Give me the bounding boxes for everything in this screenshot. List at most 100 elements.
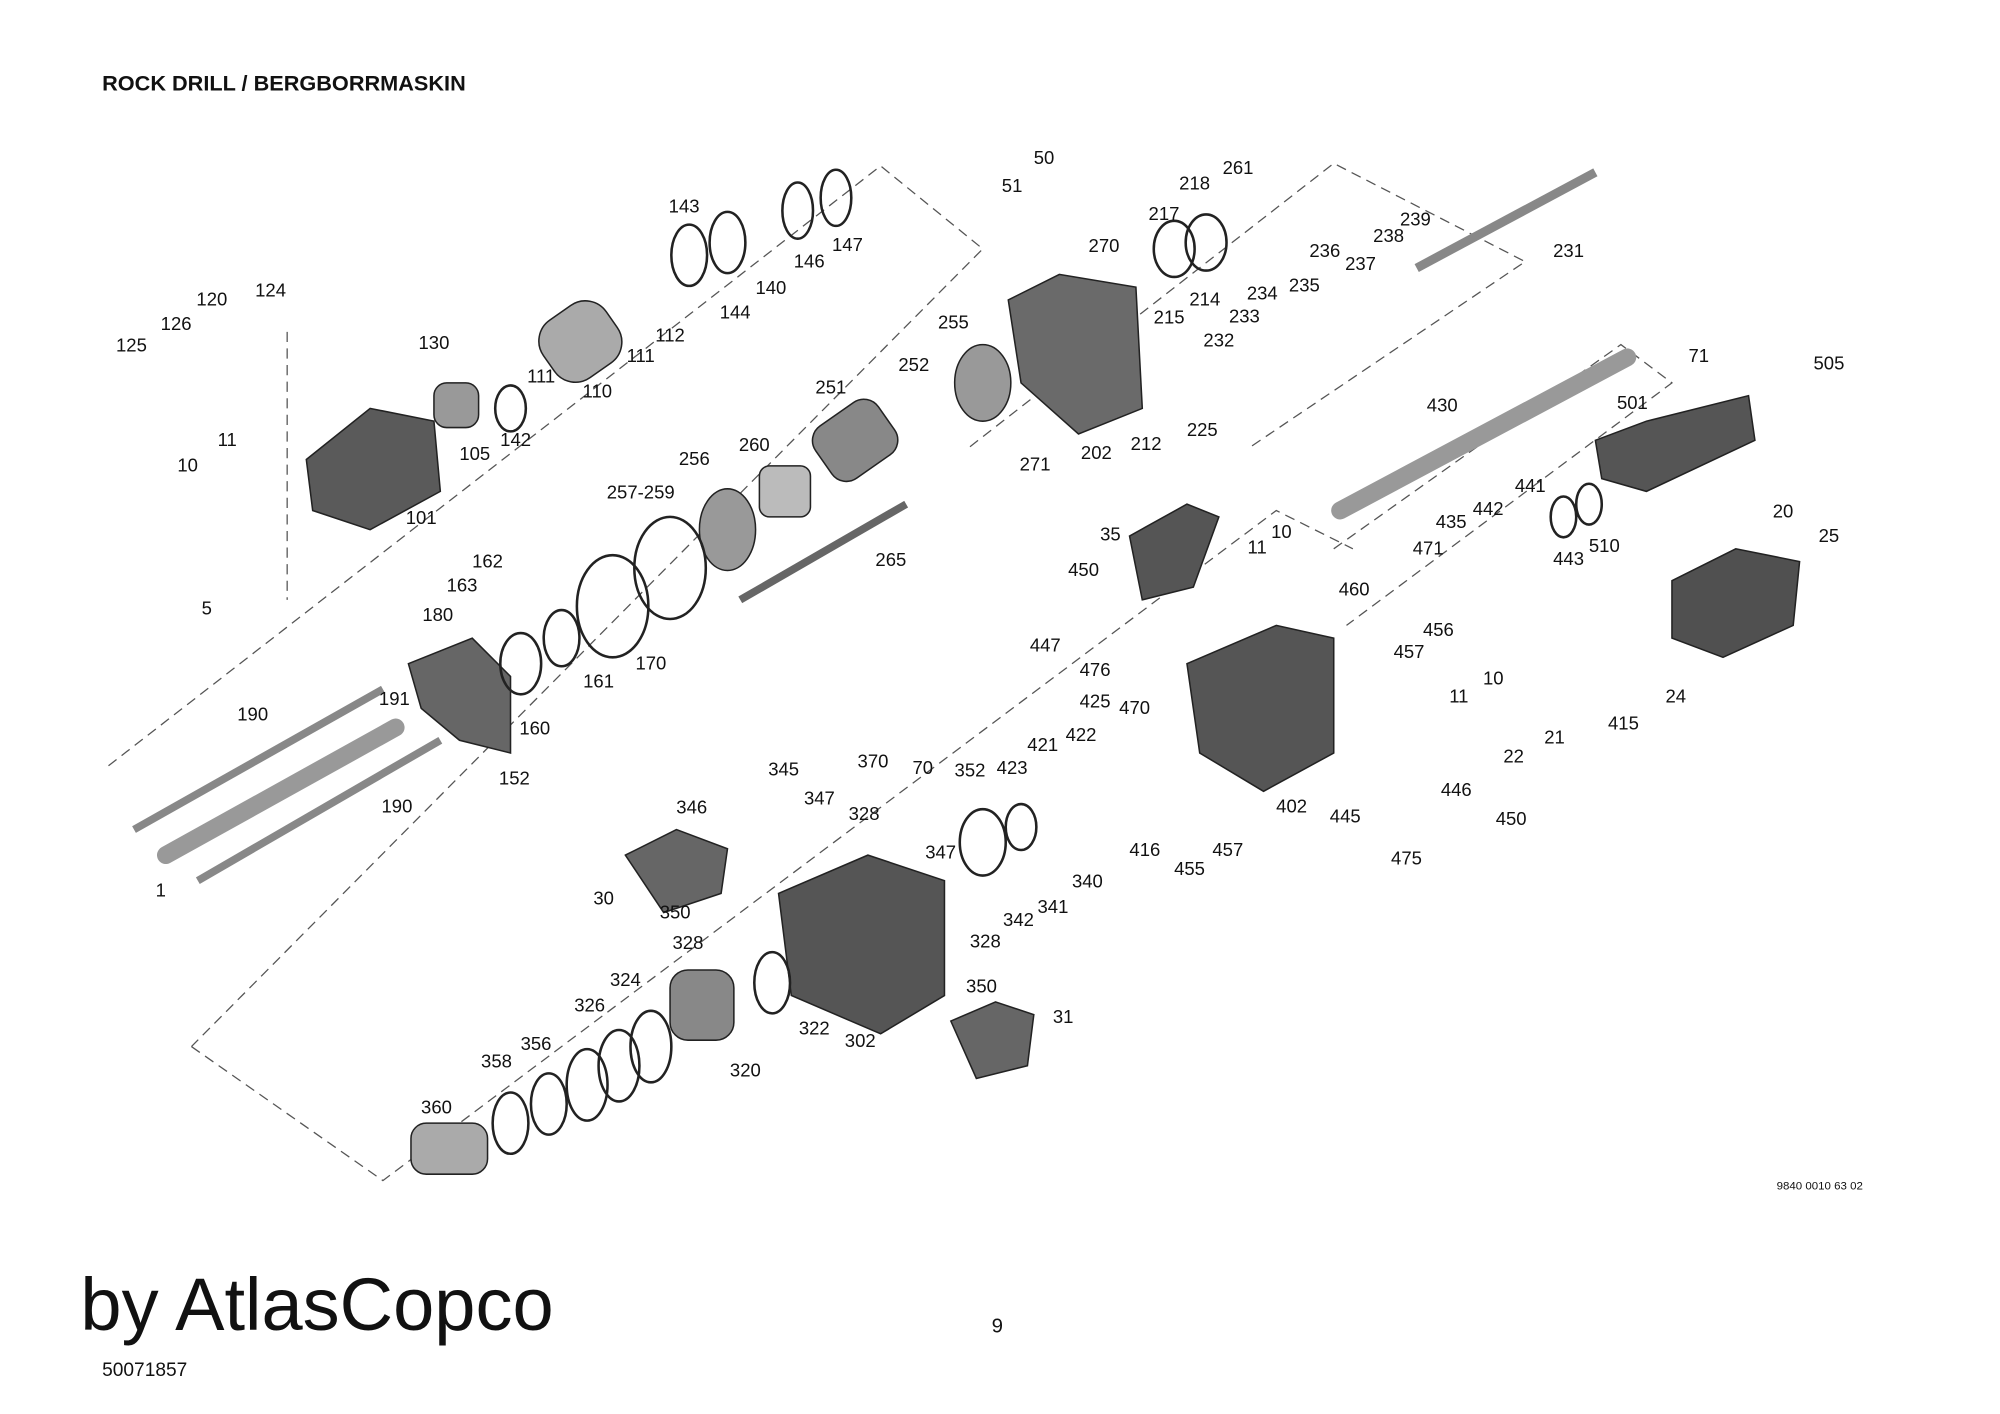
callout-label: 11: [1449, 687, 1469, 708]
callout-label: 22: [1503, 747, 1524, 768]
callout-label: 341: [1037, 897, 1069, 919]
part-402-housing: [1186, 624, 1335, 793]
callout-label: 402: [1276, 797, 1308, 818]
callout-label: 350: [659, 902, 691, 924]
callout-label: 21: [1544, 728, 1565, 749]
callout-label: 11: [1247, 537, 1267, 559]
callout-label: 161: [583, 671, 615, 693]
callout-label: 130: [418, 333, 450, 355]
callout-label: 237: [1345, 254, 1376, 276]
guide-frame-top: [969, 162, 1527, 448]
part-35-valve: [1128, 503, 1220, 601]
part-20-motor: [1671, 548, 1801, 659]
callout-label: 416: [1129, 840, 1161, 861]
callout-label: 347: [803, 789, 835, 810]
callout-label: 370: [857, 752, 889, 773]
callout-label: 328: [848, 804, 880, 826]
callout-label: 445: [1329, 807, 1361, 828]
callout-label: 5: [201, 599, 212, 620]
callout-label: 142: [500, 430, 532, 452]
callout-label: 356: [520, 1034, 552, 1055]
callout-label: 70: [912, 758, 934, 780]
callout-label: 460: [1338, 580, 1370, 601]
callout-label: 447: [1029, 636, 1061, 657]
callout-label: 350: [966, 977, 997, 998]
callout-label: 50: [1033, 148, 1055, 170]
page-title: ROCK DRILL / BERGBORRMASKIN: [102, 71, 466, 96]
callout-label: 421: [1027, 735, 1059, 757]
part-231-shaft: [1414, 168, 1598, 272]
callout-label: 212: [1130, 434, 1162, 456]
callout-label: 270: [1088, 236, 1120, 258]
callout-label: 191: [378, 689, 410, 711]
callout-label: 111: [527, 366, 556, 388]
callout-label: 505: [1813, 354, 1845, 375]
assembly-guide-lines: [108, 162, 1674, 1182]
part-265-bolt: [738, 500, 909, 604]
callout-label: 457: [1212, 840, 1244, 861]
callout-label: 471: [1412, 539, 1444, 560]
callout-label: 146: [793, 252, 825, 273]
callout-label: 152: [498, 768, 530, 790]
callout-label: 328: [672, 933, 704, 955]
part-302-cylinder: [777, 854, 946, 1035]
part-31-accumulator: [949, 1001, 1035, 1080]
callout-label: 11: [217, 430, 237, 452]
callout-label: 236: [1309, 241, 1341, 263]
callout-label: 265: [875, 550, 907, 572]
callout-label: 125: [116, 336, 147, 357]
callout-label: 360: [421, 1098, 452, 1119]
callout-label: 10: [1482, 669, 1504, 690]
callout-label: 231: [1553, 241, 1585, 263]
seal-rings: [491, 168, 1604, 1156]
document-number: 9840 0010 63 02: [1776, 1179, 1863, 1193]
part-260: [758, 465, 812, 518]
part-105: [433, 382, 480, 429]
callout-label: 190: [381, 797, 413, 818]
callout-label: 425: [1079, 692, 1111, 713]
callout-label: 143: [668, 197, 700, 218]
callout-label: 10: [1271, 522, 1292, 544]
callout-label: 271: [1019, 455, 1051, 476]
part-255: [953, 343, 1012, 422]
part-101-housing: [305, 407, 442, 531]
callout-label: 120: [196, 290, 228, 311]
part-30-accumulator: [624, 828, 729, 914]
callout-label: 340: [1071, 872, 1103, 893]
callout-label: 101: [405, 508, 437, 530]
callout-label: 255: [937, 313, 969, 334]
callout-label: 25: [1818, 526, 1840, 547]
callout-label: 510: [1588, 536, 1620, 558]
watermark-text: by AtlasCopco: [80, 1263, 554, 1347]
callout-label: 218: [1179, 174, 1211, 195]
callout-label: 443: [1553, 549, 1585, 570]
callout-label: 252: [898, 355, 930, 376]
callout-label: 239: [1399, 209, 1431, 231]
guide-frame-right: [1333, 343, 1674, 626]
callout-label: 147: [832, 235, 863, 256]
part-110: [538, 300, 623, 383]
callout-label: 51: [1001, 176, 1023, 198]
callout-label: 470: [1119, 698, 1151, 720]
callout-label: 450: [1068, 560, 1100, 582]
callout-label: 435: [1435, 512, 1467, 533]
part-320: [669, 969, 735, 1041]
callout-label: 105: [459, 444, 491, 466]
callout-label: 457: [1393, 642, 1425, 664]
callout-label: 345: [768, 760, 800, 781]
part-256: [698, 488, 757, 572]
callout-label: 476: [1079, 660, 1111, 681]
part-430-shaft: [1331, 348, 1637, 520]
callout-label: 251: [815, 378, 847, 399]
callout-label: 214: [1189, 290, 1221, 311]
part-251-gear: [811, 398, 899, 483]
callout-label: 140: [755, 278, 787, 300]
part-202-housing: [1007, 273, 1144, 435]
callout-label: 144: [719, 303, 751, 324]
callout-label: 328: [969, 932, 1001, 953]
callout-label: 160: [519, 719, 551, 740]
callout-label: 326: [574, 996, 606, 1017]
callout-label: 455: [1174, 859, 1205, 881]
callout-label: 163: [446, 576, 478, 597]
